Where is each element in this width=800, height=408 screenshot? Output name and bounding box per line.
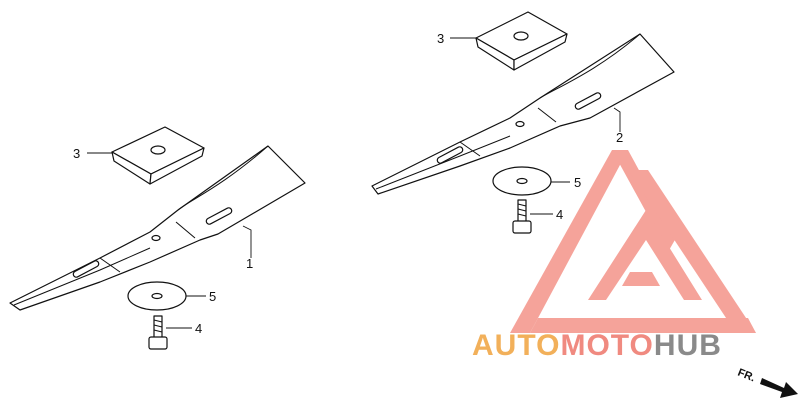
front-direction-label: FR. — [736, 367, 757, 385]
callout-right-washer-plate: 3 — [437, 31, 444, 46]
left-bolt — [148, 315, 168, 350]
front-direction-marker: FR. — [736, 367, 798, 398]
callout-left-washer-plate: 3 — [73, 146, 80, 161]
front-arrow-icon — [760, 378, 798, 398]
callout-right-disc: 5 — [574, 175, 581, 190]
left-disc — [127, 281, 187, 311]
watermark-segment-moto: MOTO — [560, 329, 653, 362]
right-bolt — [512, 199, 532, 234]
right-blade — [371, 33, 675, 195]
left-washer-plate — [111, 126, 205, 185]
watermark-wordmark: AUTOMOTOHUB — [472, 329, 722, 362]
watermark-logo — [510, 150, 756, 333]
callout-left-disc: 5 — [209, 289, 216, 304]
right-disc — [492, 166, 552, 196]
callout-left-bolt: 4 — [195, 321, 202, 336]
watermark-segment-hub: HUB — [654, 329, 722, 362]
callout-right-blade: 2 — [616, 130, 623, 145]
callout-right-bolt: 4 — [556, 207, 563, 222]
right-washer-plate — [475, 11, 568, 71]
callout-left-blade: 1 — [246, 256, 253, 271]
left-blade — [9, 145, 306, 311]
watermark-segment-auto: AUTO — [472, 329, 560, 362]
